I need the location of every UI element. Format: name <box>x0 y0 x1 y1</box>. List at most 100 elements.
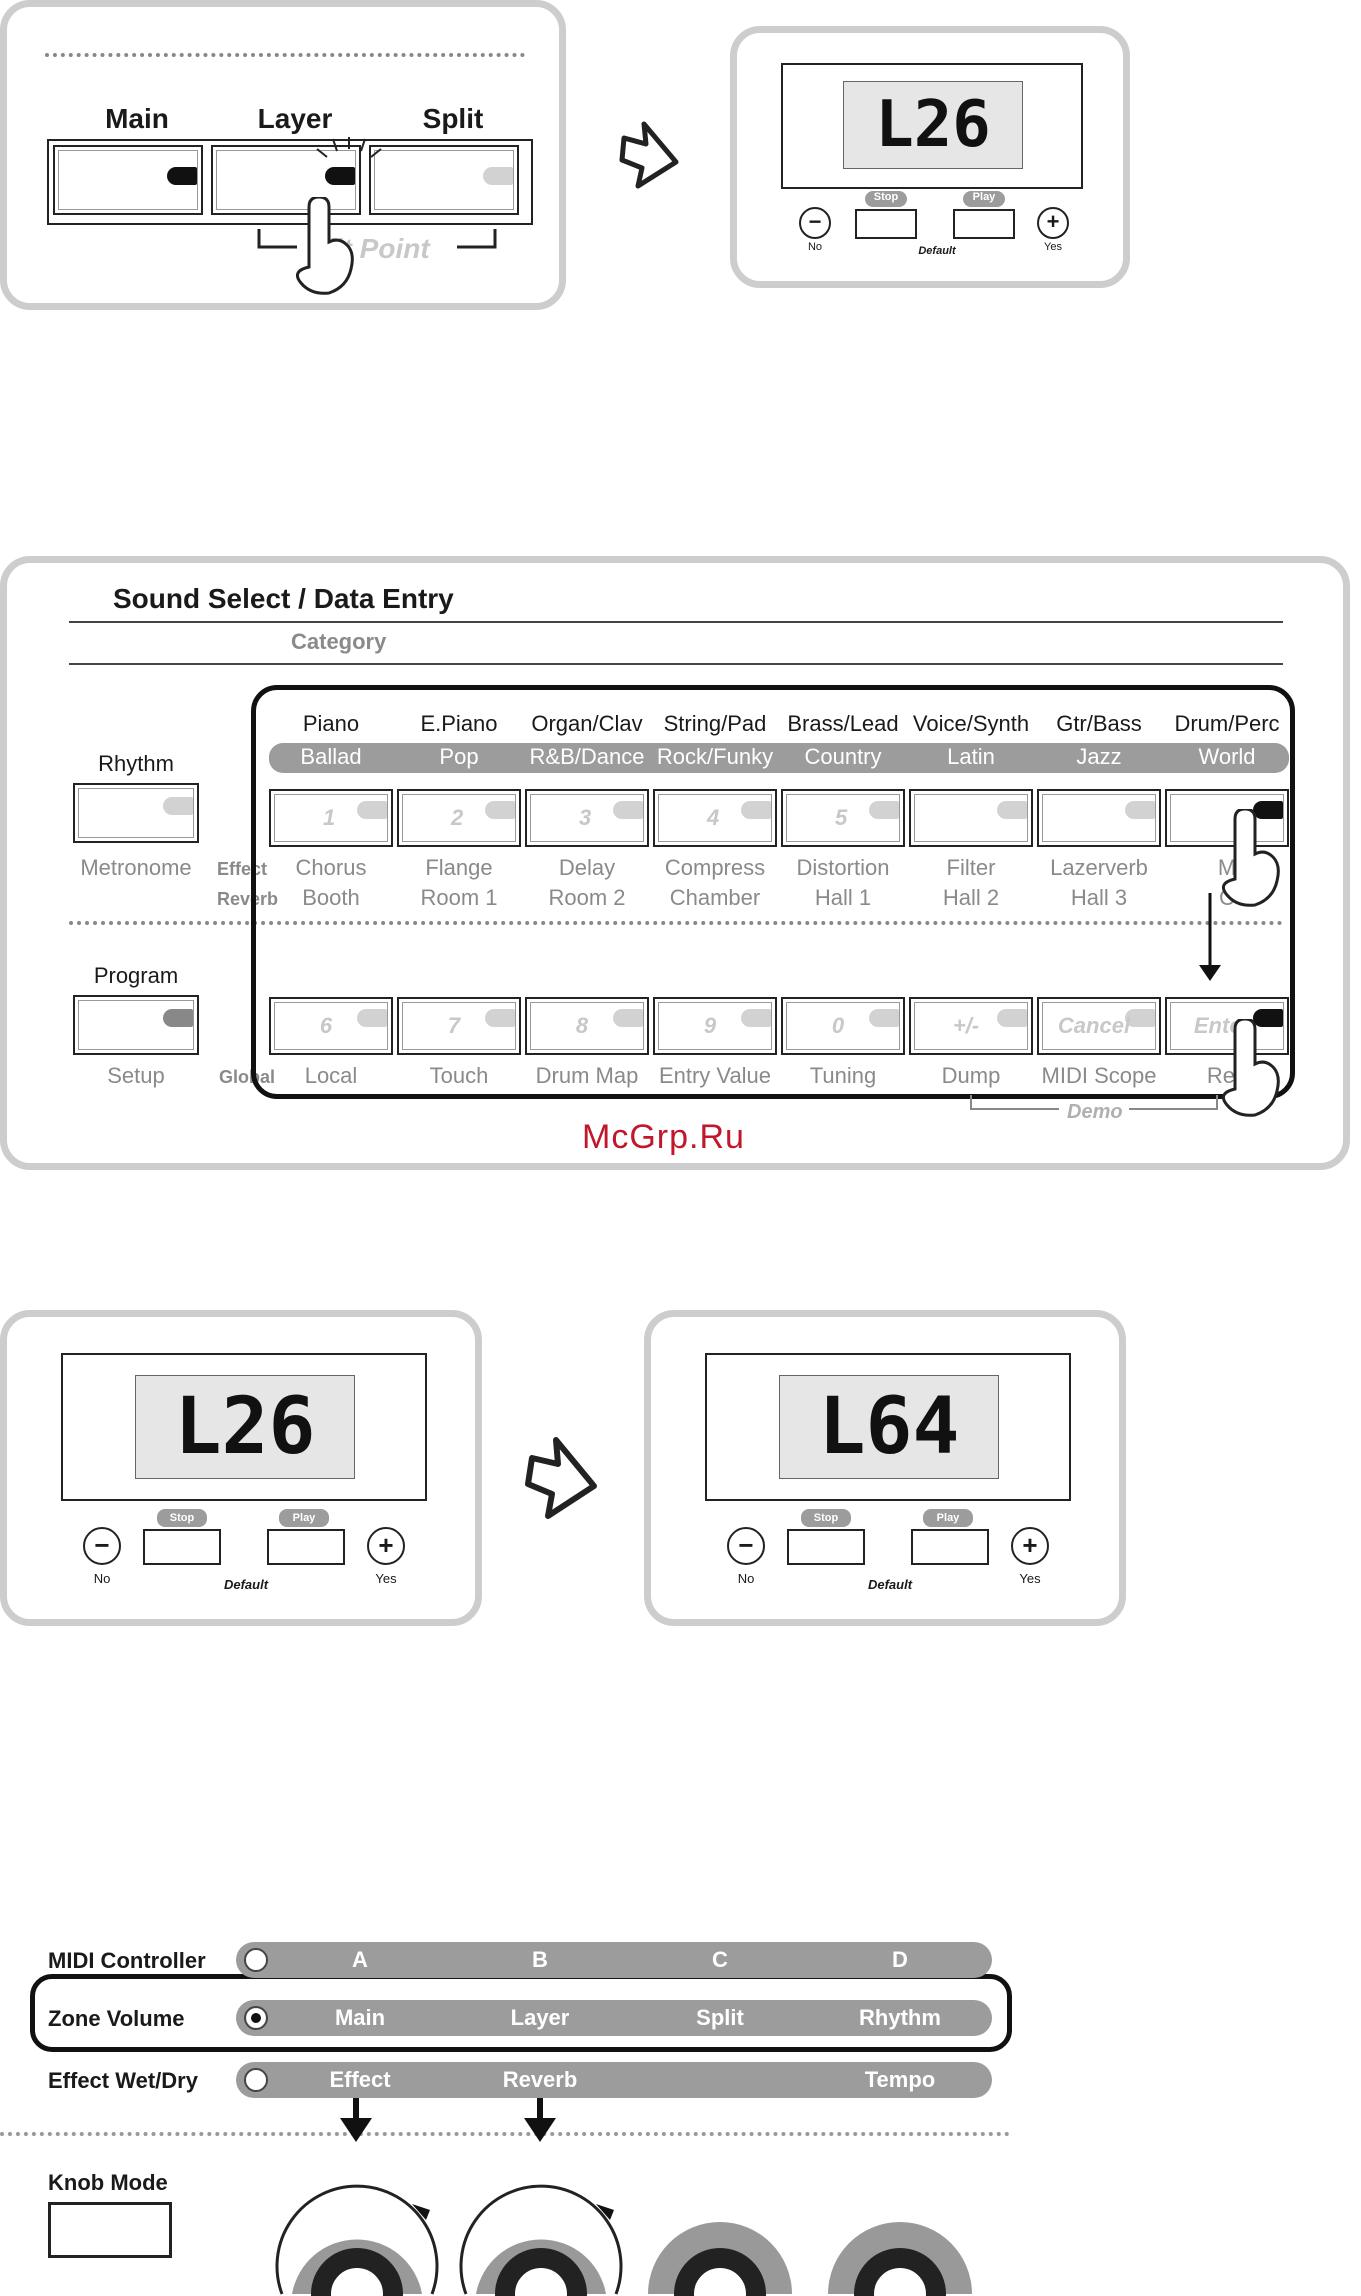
sound-select-panel: Sound Select / Data Entry Category Rhyth… <box>0 556 1350 1170</box>
program-led <box>163 1009 193 1027</box>
category-top-label: Organ/Clav <box>531 711 643 736</box>
entry-led <box>1125 1009 1155 1027</box>
default-label: Default <box>918 245 956 257</box>
no-label: No <box>807 241 823 253</box>
category-bar-label: Country <box>804 744 882 769</box>
button-number: 9 <box>703 1013 717 1038</box>
knob-divider <box>0 2132 1010 2136</box>
display-panel-2: L26 Stop Play − No + Yes Default <box>0 1310 482 1626</box>
stop-button[interactable] <box>787 1529 865 1565</box>
sound-button-2[interactable]: 2 <box>397 789 521 847</box>
entry-led <box>485 1009 515 1027</box>
category-bar-label: Rock/Funky <box>656 744 774 769</box>
play-button[interactable] <box>911 1529 989 1565</box>
entry-button-6[interactable]: +/- <box>909 997 1033 1055</box>
minus-button[interactable]: − <box>83 1527 121 1565</box>
sound-button-3[interactable]: 3 <box>525 789 649 847</box>
global-function-label: Touch <box>429 1063 489 1088</box>
entry-button-7[interactable]: Cancel <box>1037 997 1161 1055</box>
sound-button-8[interactable] <box>1165 789 1289 847</box>
play-label: Play <box>279 1509 329 1527</box>
category-bar-label: World <box>1198 744 1256 769</box>
zone-button-frame <box>47 139 533 225</box>
program-label: Program <box>93 963 179 988</box>
layer-button[interactable] <box>211 145 361 215</box>
next-arrow-icon <box>619 121 679 189</box>
knob-3-icon[interactable] <box>636 2144 806 2296</box>
yes-label: Yes <box>1019 1571 1041 1586</box>
knob-row-indicator <box>244 2006 268 2030</box>
main-button[interactable] <box>53 145 203 215</box>
knob-row-item: C <box>712 1947 728 1972</box>
sound-select-title: Sound Select / Data Entry <box>113 583 454 614</box>
lcd-frame: L26 <box>781 63 1083 189</box>
selection-highlight <box>251 685 1295 1099</box>
sound-button-7[interactable] <box>1037 789 1161 847</box>
stop-button[interactable] <box>143 1529 221 1565</box>
effect-type-label: Lazerverb <box>1050 855 1148 880</box>
knob-4-icon[interactable] <box>816 2144 986 2296</box>
pointing-hand-icon <box>295 197 354 295</box>
split-button[interactable] <box>369 145 519 215</box>
metronome-label: Metronome <box>80 855 192 880</box>
entry-button-5[interactable]: 0 <box>781 997 905 1055</box>
row-divider <box>69 921 1283 925</box>
entry-led <box>741 1009 771 1027</box>
knob-row-item: Rhythm <box>859 2005 941 2030</box>
entry-led <box>357 1009 387 1027</box>
entry-button-4[interactable]: 9 <box>653 997 777 1055</box>
lcd-frame: L26 <box>61 1353 427 1501</box>
effect-type-label: Distortion <box>796 855 890 880</box>
entry-button-8[interactable]: Enter <box>1165 997 1289 1055</box>
category-bar-label: R&B/Dance <box>529 744 645 769</box>
global-function-label: MIDI Scope <box>1041 1063 1157 1088</box>
entry-led <box>613 1009 643 1027</box>
knob-2-icon[interactable] <box>446 2144 636 2296</box>
down-arrow-icon <box>1199 893 1221 981</box>
knob-mode-label: Knob Mode <box>48 2170 168 2195</box>
sound-led <box>997 801 1027 819</box>
knob-row-item: Layer <box>510 2005 570 2030</box>
knob-1-icon[interactable] <box>262 2144 452 2296</box>
category-label: Category <box>291 629 387 654</box>
sound-button-4[interactable]: 4 <box>653 789 777 847</box>
knob-mode-button[interactable] <box>48 2202 172 2258</box>
entry-button-2[interactable]: 7 <box>397 997 521 1055</box>
program-button[interactable] <box>73 995 199 1055</box>
sound-led <box>613 801 643 819</box>
plus-button[interactable]: + <box>1037 207 1069 239</box>
category-top-label: Voice/Synth <box>912 711 1030 736</box>
entry-button-1[interactable]: 6 <box>269 997 393 1055</box>
sound-button-5[interactable]: 5 <box>781 789 905 847</box>
sound-button-1[interactable]: 1 <box>269 789 393 847</box>
entry-led <box>997 1009 1027 1027</box>
button-number: 8 <box>575 1013 589 1038</box>
blink-rays-icon <box>316 137 382 158</box>
main-led <box>167 167 197 185</box>
sound-led <box>741 801 771 819</box>
plus-button[interactable]: + <box>367 1527 405 1565</box>
effect-type-label: Filter <box>946 855 996 880</box>
stop-button[interactable] <box>855 209 917 239</box>
knob-row-item: B <box>532 1947 548 1972</box>
play-button[interactable] <box>953 209 1015 239</box>
category-top-label: String/Pad <box>663 711 767 736</box>
no-label: No <box>737 1571 755 1586</box>
sound-led <box>869 801 899 819</box>
sound-button-6[interactable] <box>909 789 1033 847</box>
play-button[interactable] <box>267 1529 345 1565</box>
category-rule <box>69 663 1283 665</box>
knob-row-item: Main <box>334 2005 386 2030</box>
minus-button[interactable]: − <box>727 1527 765 1565</box>
rhythm-button[interactable] <box>73 783 199 843</box>
stop-label: Stop <box>157 1509 207 1527</box>
minus-button[interactable]: − <box>799 207 831 239</box>
entry-button-3[interactable]: 8 <box>525 997 649 1055</box>
effect-type-label: Delay <box>558 855 616 880</box>
plus-button[interactable]: + <box>1011 1527 1049 1565</box>
category-top-label: Drum/Perc <box>1174 711 1280 736</box>
sound-led <box>485 801 515 819</box>
